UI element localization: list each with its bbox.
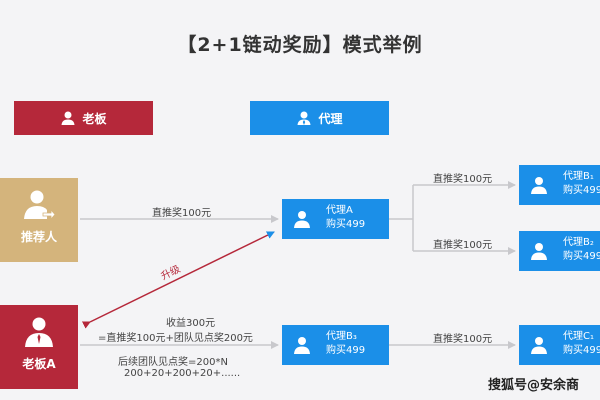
person-icon xyxy=(294,211,310,228)
edge-label-c1: 直推奖100元 xyxy=(433,334,493,345)
agent-b2-purchase: 购买499 xyxy=(563,251,600,262)
agent-a-purchase: 购买499 xyxy=(326,219,366,230)
agent-b1-purchase: 购买499 xyxy=(563,185,600,196)
legend-boss: 老板 xyxy=(14,101,153,135)
person-icon xyxy=(25,317,53,347)
person-icon xyxy=(531,177,547,194)
boss-note-line1: 收益300元 xyxy=(166,318,216,329)
node-agent-b1: 代理B₁ 购买499 xyxy=(519,165,600,205)
node-agent-b3: 代理B₃ 购买499 xyxy=(282,325,389,365)
agent-b3-name: 代理B₃ xyxy=(326,331,357,342)
edge-upgrade xyxy=(81,231,275,329)
watermark: 搜狐号@安余商 xyxy=(488,378,580,393)
boss-note-line2: =直推奖100元+团队见点奖200元 xyxy=(98,333,253,344)
agent-a-name: 代理A xyxy=(326,205,353,216)
boss-note-line4: 200+20+200+20+...... xyxy=(124,368,241,379)
agent-b1-name: 代理B₁ xyxy=(563,171,594,182)
agent-c1-purchase: 购买499 xyxy=(563,345,600,356)
node-agent-b2: 代理B₂ 购买499 xyxy=(519,231,600,271)
node-agent-c1: 代理C₁ 购买499 xyxy=(519,325,600,365)
person-tie-icon xyxy=(296,110,312,126)
diagram-title: 【2+1链动奖励】模式举例 xyxy=(177,34,423,56)
person-arrow-icon xyxy=(24,190,56,221)
node-boss-a-label: 老板A xyxy=(22,357,56,371)
node-agent-a: 代理A 购买499 xyxy=(282,199,389,239)
legend-agent: 代理 xyxy=(250,101,389,135)
person-icon xyxy=(531,337,547,354)
agent-b3-purchase: 购买499 xyxy=(326,345,366,356)
node-recommender-label: 推荐人 xyxy=(20,230,57,244)
agent-b2-name: 代理B₂ xyxy=(563,237,594,248)
agent-c1-name: 代理C₁ xyxy=(563,331,594,342)
person-icon xyxy=(60,110,76,126)
boss-note-line3: 后续团队见点奖=200*N xyxy=(118,357,228,368)
edge-label-recommender: 直推奖100元 xyxy=(152,208,212,219)
edge-label-b1: 直推奖100元 xyxy=(433,174,493,185)
node-recommender: 推荐人 xyxy=(0,178,78,262)
person-icon xyxy=(294,337,310,354)
legend-boss-label: 老板 xyxy=(82,111,107,126)
legend-agent-label: 代理 xyxy=(318,111,343,126)
edge-label-b2: 直推奖100元 xyxy=(433,240,493,251)
person-icon xyxy=(531,243,547,260)
node-boss-a: 老板A xyxy=(0,305,78,389)
